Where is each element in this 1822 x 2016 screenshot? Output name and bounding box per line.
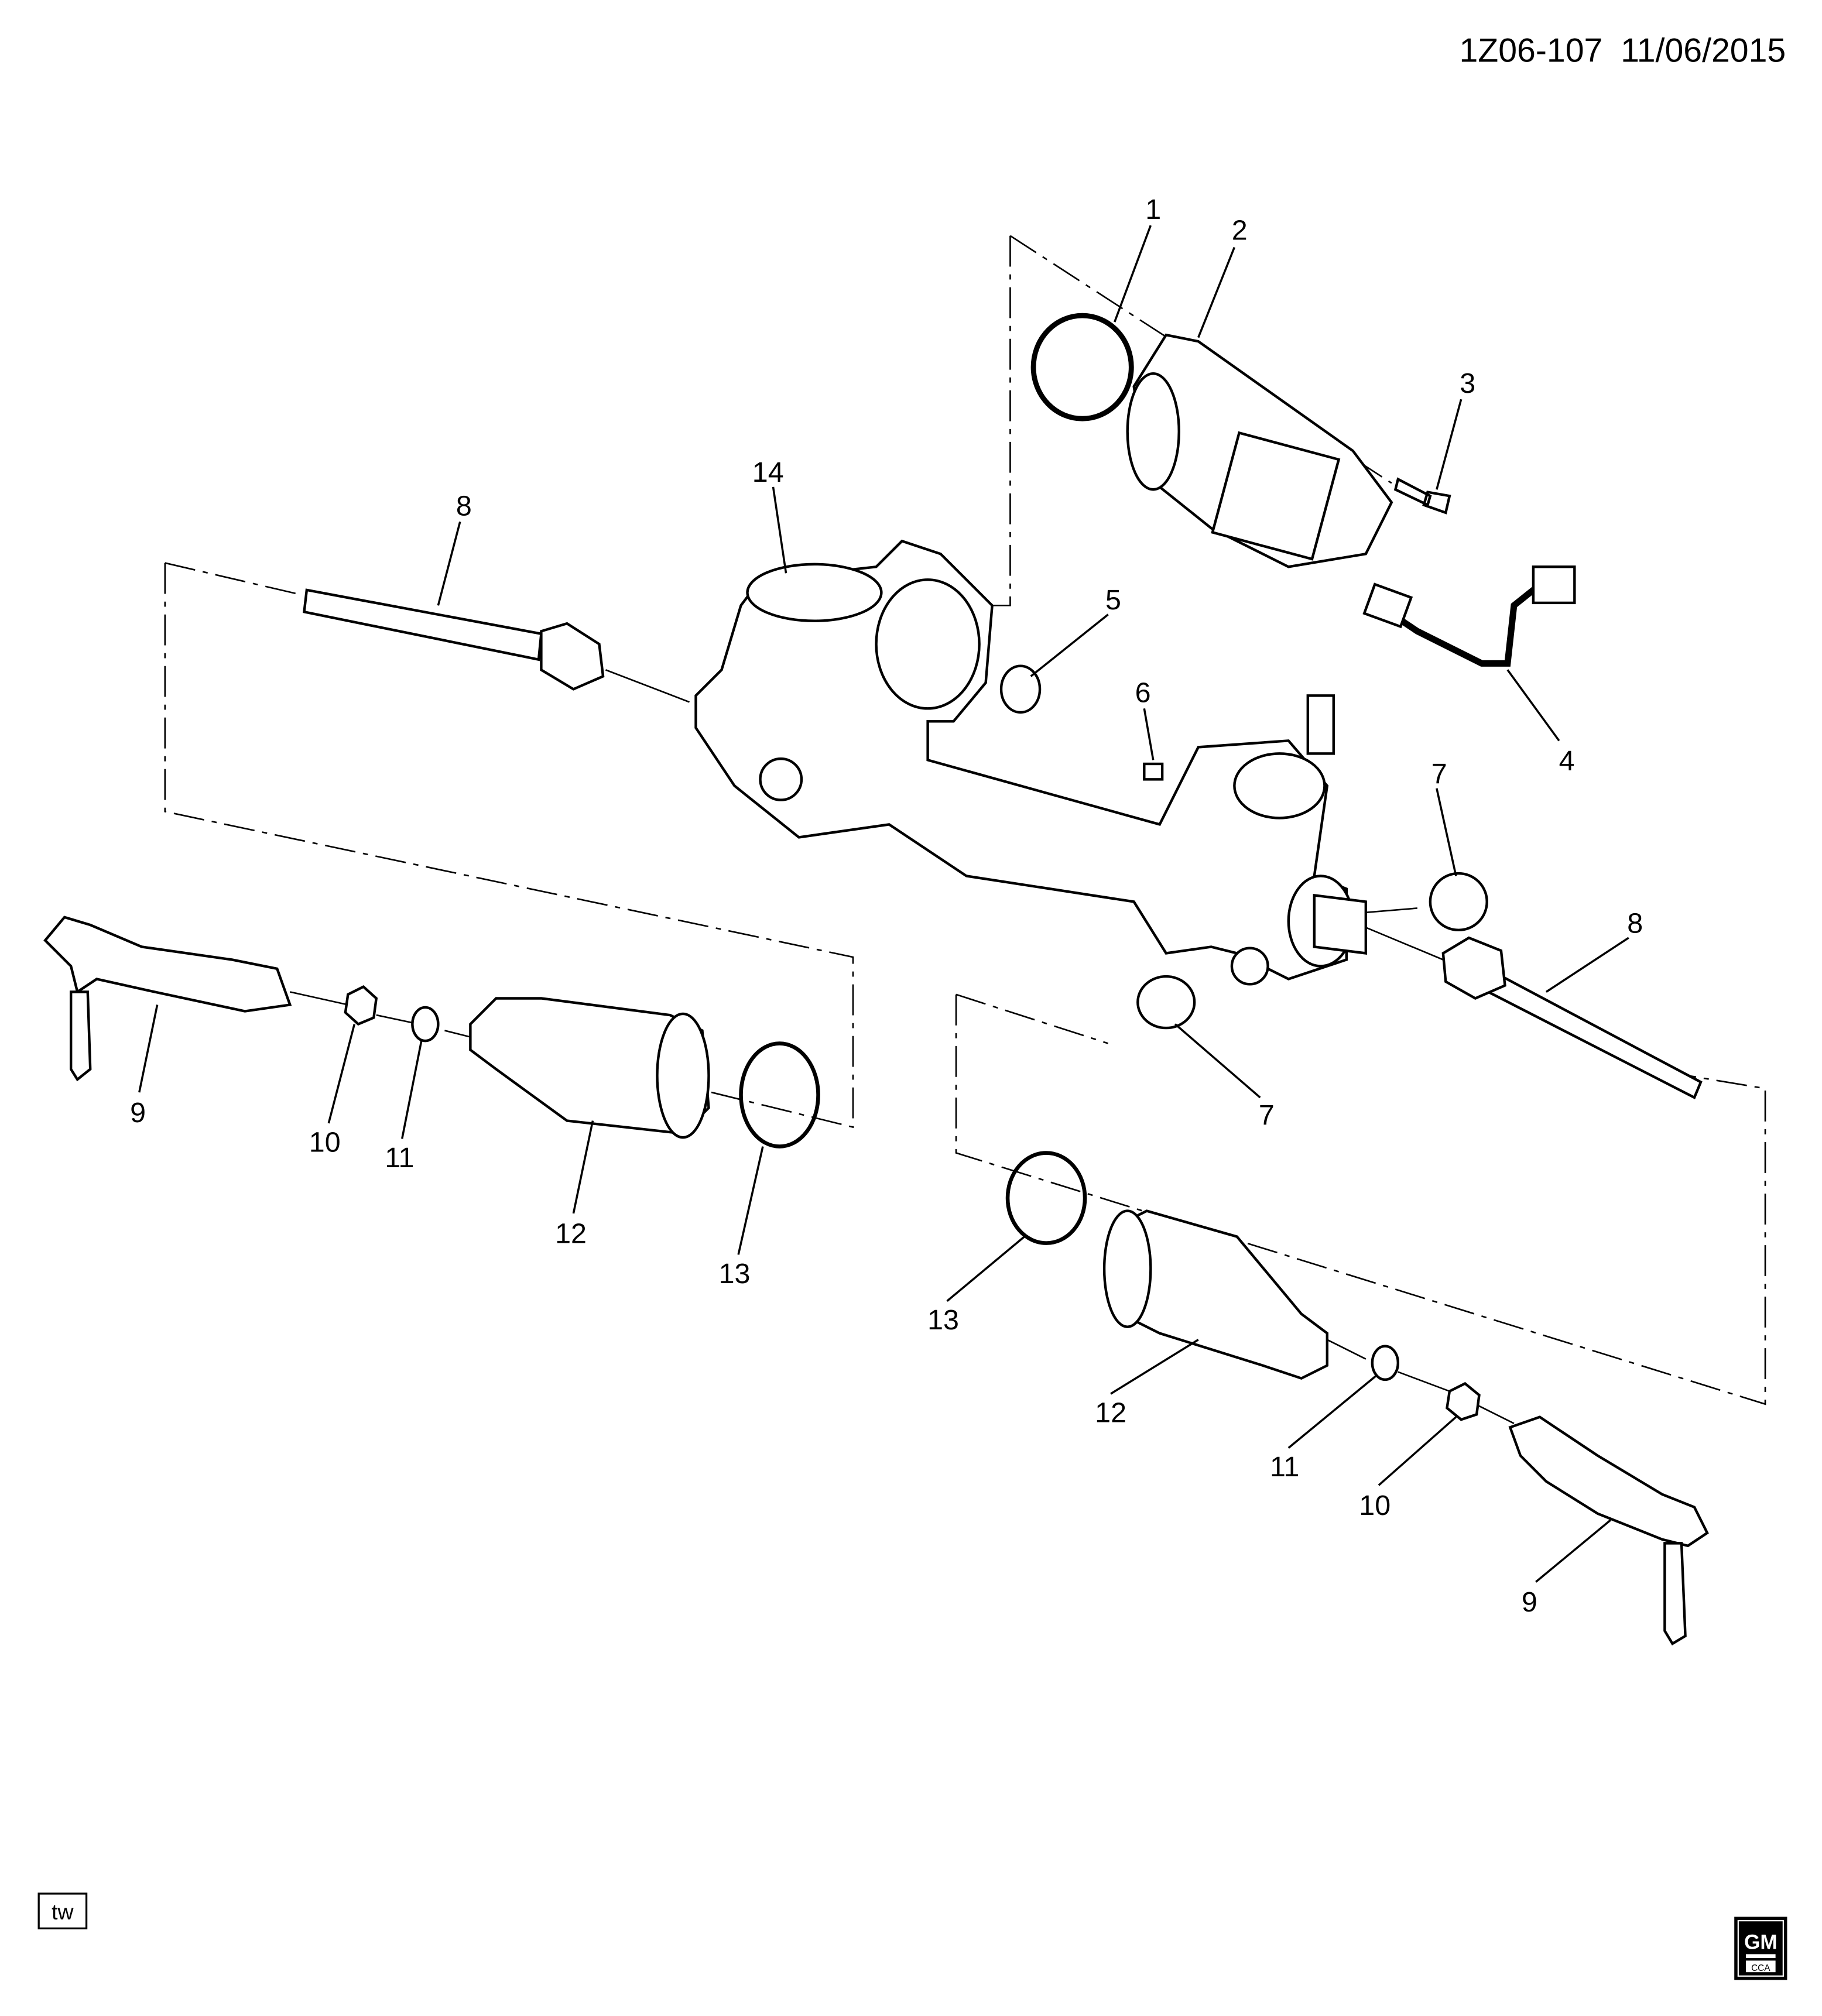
callout-11: 11 bbox=[385, 1142, 414, 1174]
nut bbox=[1446, 1381, 1481, 1421]
assembly-guide-lines bbox=[164, 235, 1766, 1424]
steering-gear-housing bbox=[694, 539, 1368, 986]
inner-tie-rod bbox=[1441, 936, 1703, 1099]
leader-lines bbox=[138, 225, 1629, 1583]
corner-tag: tw bbox=[37, 1892, 88, 1930]
bushing bbox=[1429, 872, 1488, 932]
svg-text:CCA: CCA bbox=[1751, 1963, 1770, 1973]
power-steering-motor bbox=[1126, 333, 1393, 568]
callout-3: 3 bbox=[1460, 368, 1475, 399]
callout-1: 1 bbox=[1145, 194, 1161, 225]
callout-10: 10 bbox=[1359, 1490, 1391, 1521]
callout-10: 10 bbox=[309, 1126, 341, 1158]
callout-labels: 1 2 3 4 5 6 7 7 8 8 9 9 10 10 11 11 12 1… bbox=[130, 194, 1643, 1618]
callout-7: 7 bbox=[1431, 758, 1447, 790]
callout-14: 14 bbox=[752, 457, 784, 488]
svg-text:tw: tw bbox=[52, 1900, 74, 1924]
outer-tie-rod-end bbox=[43, 916, 292, 1082]
svg-text:GM: GM bbox=[1744, 1931, 1778, 1954]
outer-tie-rod-end bbox=[1508, 1415, 1709, 1646]
callout-8: 8 bbox=[1627, 907, 1643, 939]
seal-ring bbox=[1030, 313, 1134, 421]
callout-12: 12 bbox=[555, 1218, 587, 1250]
callout-11: 11 bbox=[1270, 1451, 1299, 1483]
bushing bbox=[1136, 975, 1196, 1030]
callout-7: 7 bbox=[1259, 1099, 1275, 1131]
callout-5: 5 bbox=[1105, 584, 1121, 616]
clamp bbox=[1371, 1345, 1400, 1381]
boot-clamp bbox=[1005, 1151, 1087, 1245]
callout-6: 6 bbox=[1135, 677, 1151, 708]
rack-boot bbox=[469, 997, 710, 1139]
callout-2: 2 bbox=[1232, 214, 1248, 246]
callout-9: 9 bbox=[130, 1097, 146, 1129]
inner-tie-rod bbox=[303, 588, 605, 691]
callout-8: 8 bbox=[456, 490, 472, 522]
callout-13: 13 bbox=[927, 1304, 959, 1336]
bearing bbox=[999, 664, 1042, 714]
clip bbox=[1143, 762, 1164, 781]
rack-boot bbox=[1102, 1209, 1329, 1380]
callout-9: 9 bbox=[1522, 1586, 1537, 1618]
wiring-harness bbox=[1376, 577, 1549, 667]
nut bbox=[344, 985, 378, 1026]
callout-12: 12 bbox=[1095, 1397, 1126, 1429]
clamp bbox=[411, 1006, 440, 1043]
boot-clamp bbox=[739, 1041, 820, 1148]
callout-13: 13 bbox=[719, 1258, 751, 1290]
gm-logo: GM CCA bbox=[1734, 1916, 1787, 1980]
bolt bbox=[1393, 477, 1451, 515]
callout-4: 4 bbox=[1559, 745, 1575, 777]
